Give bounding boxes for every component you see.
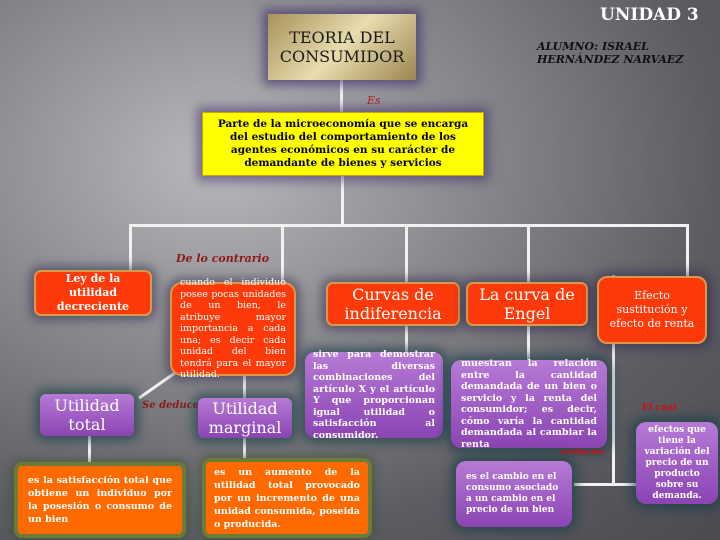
node-engel-desc: muestran la relación entre la cantidad d… (451, 358, 607, 450)
curvas-title: Curvas de indiferencia (344, 285, 442, 323)
efecto-title: Efecto sustitución y efecto de renta (609, 289, 695, 330)
connector (574, 483, 636, 486)
label-de-lo-contrario: De lo contrario (176, 252, 270, 265)
ley-title: Ley de la utilidad decreciente (56, 272, 130, 313)
connector (405, 224, 408, 282)
connector (340, 80, 343, 112)
connector (612, 275, 615, 485)
ut-marginal-desc-text: es un aumento de la utilidad total provo… (214, 466, 360, 530)
node-efecto-desc: efectos que tiene la variación del preci… (636, 422, 718, 504)
engel-title: La curva de Engel (479, 285, 575, 323)
ley-desc-text: cuando el individuo posee pocas unidades… (180, 277, 286, 381)
ut-total-desc-text: es la satisfacción total que obtiene un … (28, 475, 172, 525)
connector (243, 374, 246, 400)
connector (88, 436, 91, 464)
connector (686, 224, 689, 276)
node-sustitucion-desc: es el cambio en el consumo asociado a un… (456, 461, 572, 527)
node-efecto: Efecto sustitución y efecto de renta (597, 276, 707, 344)
sust-desc-text: es el cambio en el consumo asociado a un… (466, 472, 559, 515)
connector (281, 224, 284, 284)
connector (138, 371, 176, 400)
connector (243, 436, 246, 462)
connector (527, 326, 530, 360)
ut-marginal-title: Utilidad marginal (208, 399, 282, 437)
node-curvas-desc: sirve para demostrar las diversas combin… (305, 349, 443, 441)
root-title: TEORIA DEL CONSUMIDOR (279, 28, 405, 66)
root-node: TEORIA DEL CONSUMIDOR (268, 14, 416, 80)
connector (341, 176, 344, 226)
node-ley-desc: cuando el individuo posee pocas unidades… (170, 277, 296, 380)
label-es: Es (367, 94, 381, 107)
node-utilidad-total-desc: es la satisfacción total que obtiene un … (14, 462, 186, 538)
node-utilidad-marginal-desc: es un aumento de la utilidad total provo… (202, 458, 372, 538)
node-engel: La curva de Engel (466, 282, 588, 326)
ut-total-title: Utilidad total (54, 396, 120, 434)
label-se-deduce: Se deduce (142, 400, 200, 411)
engel-desc-text: muestran la relación entre la cantidad d… (461, 358, 597, 450)
node-curvas: Curvas de indiferencia (326, 282, 460, 326)
connector (129, 224, 689, 227)
student-name: ALUMNO: ISRAEL HERNÁNDEZ NARVAEZ (537, 40, 684, 66)
definition-text: Parte de la microeconomía que se encarga… (217, 118, 469, 169)
connector (527, 224, 530, 282)
connector (405, 324, 408, 354)
curvas-desc-text: sirve para demostrar las diversas combin… (313, 349, 435, 441)
unit-title: UNIDAD 3 (600, 5, 699, 25)
efecto-desc-text: efectos que tiene la variación del preci… (644, 424, 710, 501)
node-utilidad-total: Utilidad total (40, 394, 134, 436)
label-el-cual: El cual (642, 403, 677, 413)
node-ley-utilidad: Ley de la utilidad decreciente (34, 270, 152, 316)
node-utilidad-marginal: Utilidad marginal (198, 398, 292, 438)
connector (129, 224, 132, 270)
label-sustitucion: sustitución (560, 447, 604, 456)
definition-node: Parte de la microeconomía que se encarga… (202, 112, 484, 176)
